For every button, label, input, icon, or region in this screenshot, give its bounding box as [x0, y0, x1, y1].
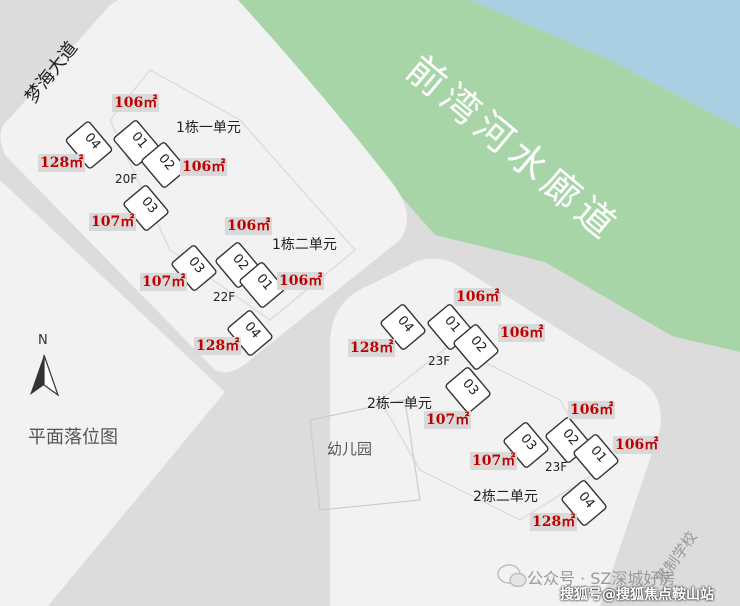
floor-count: 22F: [213, 290, 236, 304]
unit-04-outline: [380, 304, 426, 350]
unit-03-outline: [445, 367, 491, 413]
kindergarten-label: 幼儿园: [327, 440, 373, 458]
area-label-02: 106㎡: [225, 217, 273, 235]
plan-title: 平面落位图: [28, 427, 118, 448]
area-label-02: 106㎡: [498, 324, 546, 342]
block-1-inner-outline: [109, 69, 357, 321]
building-name-label: 2栋二单元: [473, 489, 538, 505]
footer-watermark: 搜狐号@搜狐焦点鞍山站: [560, 587, 714, 603]
area-label-04: 128㎡: [530, 513, 578, 531]
building-name-label: 1栋一单元: [176, 120, 241, 136]
building-name-label: 2栋一单元: [367, 396, 432, 412]
area-label-01: 106㎡: [277, 272, 325, 290]
faint-watermark: 公众号 · SZ深城好房: [527, 569, 676, 588]
area-label-03: 107㎡: [140, 273, 188, 291]
block-lower-left: [0, 180, 225, 606]
unit-04-outline: [561, 480, 607, 526]
building-2-unit-2: [503, 417, 619, 526]
floor-count: 23F: [428, 354, 451, 368]
area-label-04: 128㎡: [38, 154, 86, 172]
north-arrow-icon: [30, 354, 60, 397]
area-label-02: 106㎡: [180, 158, 228, 176]
area-label-03: 107㎡: [89, 213, 137, 231]
floor-count: 23F: [545, 460, 568, 474]
building-1-unit-2: [171, 242, 285, 356]
wechat-watermark-icon: [497, 564, 527, 588]
area-label-01: 106㎡: [454, 288, 502, 306]
area-label-02: 106㎡: [568, 401, 616, 419]
river-greenway: [222, 0, 740, 352]
area-label-04: 128㎡: [348, 339, 396, 357]
area-label-01: 106㎡: [112, 94, 160, 112]
area-label-04: 128㎡: [194, 337, 242, 355]
area-label-03: 107㎡: [470, 452, 518, 470]
unit-01-outline: [239, 262, 285, 308]
river-water: [470, 0, 740, 128]
kindergarten-outline: [309, 399, 421, 511]
building-name-label: 1栋二单元: [272, 237, 337, 253]
area-label-03: 107㎡: [424, 411, 472, 429]
unit-02-outline: [141, 142, 187, 188]
building-2-unit-1: [380, 304, 499, 413]
floor-count: 20F: [115, 172, 138, 186]
unit-01-outline: [573, 434, 619, 480]
north-label: N: [38, 333, 48, 348]
unit-02-outline: [453, 324, 499, 370]
area-label-01: 106㎡: [613, 436, 661, 454]
